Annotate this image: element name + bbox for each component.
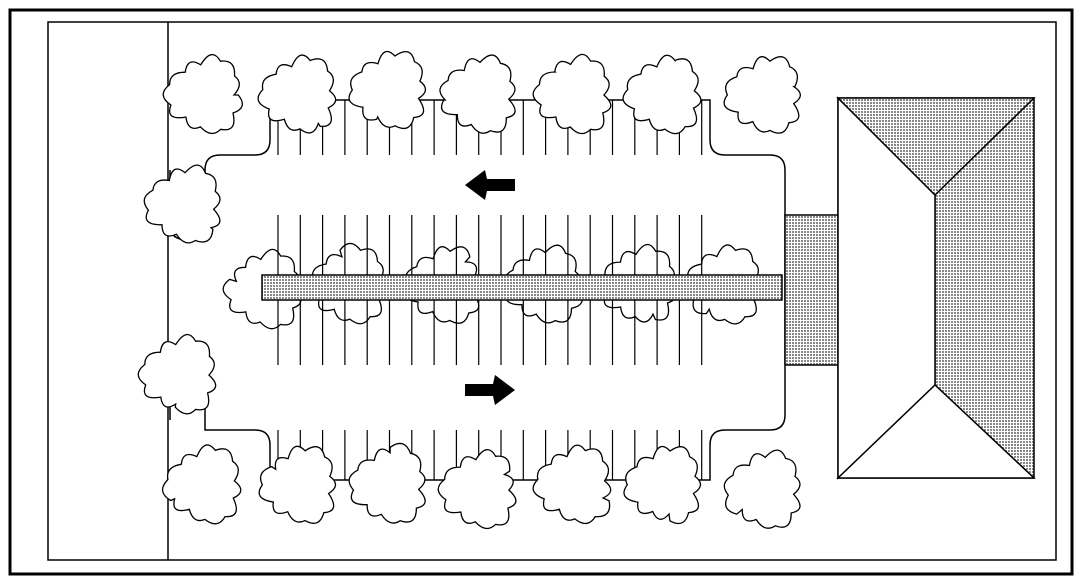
- arrow-left-icon: [465, 170, 515, 200]
- tree-icon: [258, 445, 337, 524]
- building: [836, 96, 1036, 480]
- tree-icon: [723, 56, 802, 134]
- tree-icon: [532, 53, 612, 135]
- tree-icon: [348, 442, 426, 524]
- tree-icon: [622, 54, 702, 135]
- tree-icon: [161, 444, 242, 525]
- tree-icon: [437, 449, 517, 530]
- outer-frame: [8, 8, 1074, 576]
- center-median: [261, 274, 783, 301]
- tree-icon: [723, 449, 801, 529]
- tree-icon: [222, 248, 302, 330]
- tree-icon: [623, 445, 702, 525]
- tree-icon: [162, 54, 243, 135]
- tree-icon: [348, 50, 427, 130]
- tree-icon: [137, 333, 217, 415]
- tree-icon: [439, 54, 516, 134]
- trees: [137, 50, 802, 530]
- tree-icon: [257, 54, 337, 134]
- arrow-right-icon: [465, 375, 515, 405]
- site-boundary: [47, 21, 1057, 561]
- tree-icon: [532, 444, 612, 525]
- tree-icon: [143, 164, 221, 244]
